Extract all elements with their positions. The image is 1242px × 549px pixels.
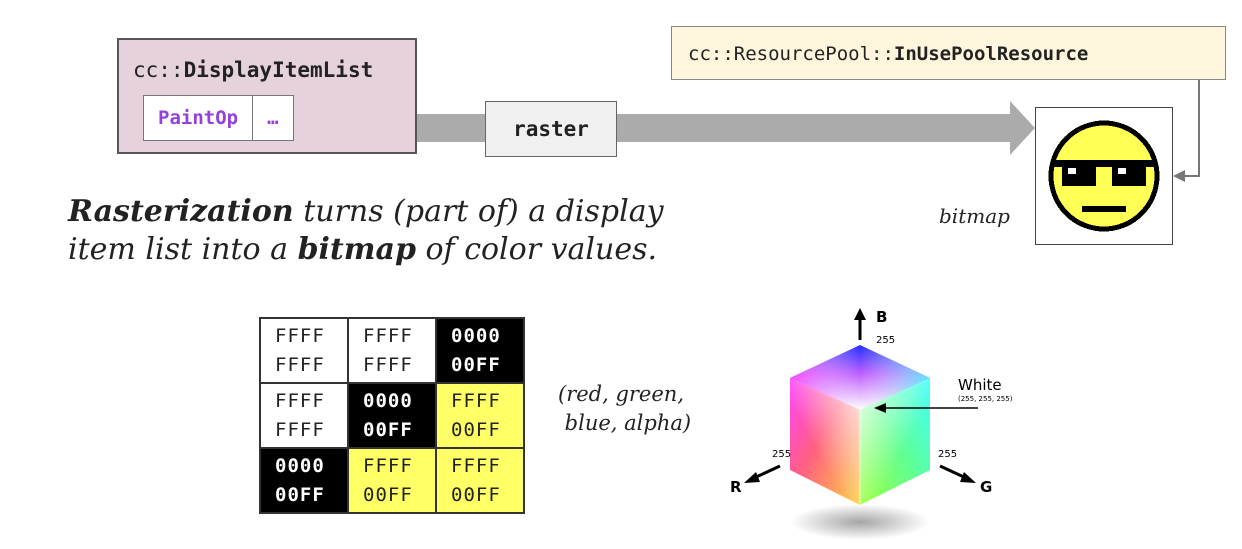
cube-shadow [790,504,930,540]
raster-label: raster [485,101,617,157]
pixel-cell-value: 00FF [363,483,413,506]
pixel-cell: FFFF FFFF [260,318,348,383]
caption-rasterization-bold: Rasterization [68,194,294,229]
resource-pool-label: cc::ResourcePool::InUsePoolResource [688,43,1088,65]
caption-line-2: item list into a bitmap of color values. [68,231,664,269]
pixel-cell-value: 00FF [451,353,501,376]
pixel-cell-value: 00FF [451,418,501,441]
r-axis-value: 255 [772,449,791,460]
white-value: (255, 255, 255) [958,395,1013,403]
pixel-cell: FFFF 00FF [436,383,524,448]
rgba-note: (red, green, blue, alpha) [558,380,691,438]
display-item-list-name: DisplayItemList [183,58,374,82]
pixel-cell: FFFF 00FF [436,448,524,513]
pixel-cell: FFFF FFFF [260,383,348,448]
pixel-cell-value: 00FF [451,483,501,506]
bitmap-frame [1035,107,1173,245]
pixel-cell-value: FFFF [363,454,413,477]
g-axis-arrow [939,464,967,480]
caption-line-2-end: of color values. [415,232,658,267]
b-axis-label: B [876,308,887,326]
pixel-cell-value: FFFF [451,454,501,477]
b-axis-value: 255 [876,335,895,346]
display-item-list-title: cc::DisplayItemList [133,58,373,82]
pixel-cell-value: 00FF [275,483,325,506]
resource-pool-prefix: cc::ResourcePool:: [688,43,894,65]
rgba-note-line-1: (red, green, [558,382,684,406]
pool-connector-arrowhead [1173,170,1185,182]
pixel-cell-value: FFFF [363,324,413,347]
pixel-cell: 0000 00FF [260,448,348,513]
bitmap-caption: bitmap [939,204,1010,228]
sunglasses-smiley-icon [1048,120,1160,232]
white-label: White [958,376,1002,394]
r-axis-label: R [730,478,742,496]
rasterization-caption: Rasterization turns (part of) a display … [68,193,664,269]
caption-line-2-start: item list into a [68,232,298,267]
resource-pool-name: InUsePoolResource [893,43,1089,65]
display-item-list-box: cc::DisplayItemList PaintOp … [117,38,417,154]
caption-line-1-rest: turns (part of) a display [293,194,664,229]
pixel-cell-value: FFFF [275,324,325,347]
pixel-cell-value: 0000 [363,389,413,412]
rgb-color-cube: B 255 R 255 G 255 White (255, 255, 255) [730,308,1013,540]
pixel-value-grid: FFFF FFFF FFFF FFFF 0000 00FF FFFF FFFF 0000… [259,317,525,514]
caption-line-1: Rasterization turns (part of) a display [68,193,664,231]
pixel-cell: FFFF 00FF [348,448,436,513]
display-item-list-namespace: cc:: [133,58,184,82]
pixel-cell-value: FFFF [275,418,325,441]
pixel-cell: 0000 00FF [436,318,524,383]
resource-pool-box: cc::ResourcePool::InUsePoolResource [671,26,1226,80]
pixel-cell-value: FFFF [451,389,501,412]
pixel-cell-value: 00FF [363,418,413,441]
paint-op-ellipsis-cell: … [252,96,292,140]
g-axis-value: 255 [938,449,957,460]
r-axis-arrow [753,464,781,480]
pixel-cell: FFFF FFFF [348,318,436,383]
pixel-cell-value: FFFF [363,353,413,376]
g-axis-label: G [980,478,992,496]
pixel-cell-value: FFFF [275,353,325,376]
pixel-cell-value: 0000 [451,324,501,347]
paint-op-cell: PaintOp [158,107,239,129]
pixel-cell-value: FFFF [275,389,325,412]
pixel-cell-value: 0000 [275,454,325,477]
pool-connector-line [1182,57,1200,177]
paint-op-list: PaintOp … [143,95,294,141]
rgba-note-line-2: blue, alpha) [558,411,692,435]
caption-bitmap-bold: bitmap [297,232,416,267]
pixel-cell: 0000 00FF [348,383,436,448]
